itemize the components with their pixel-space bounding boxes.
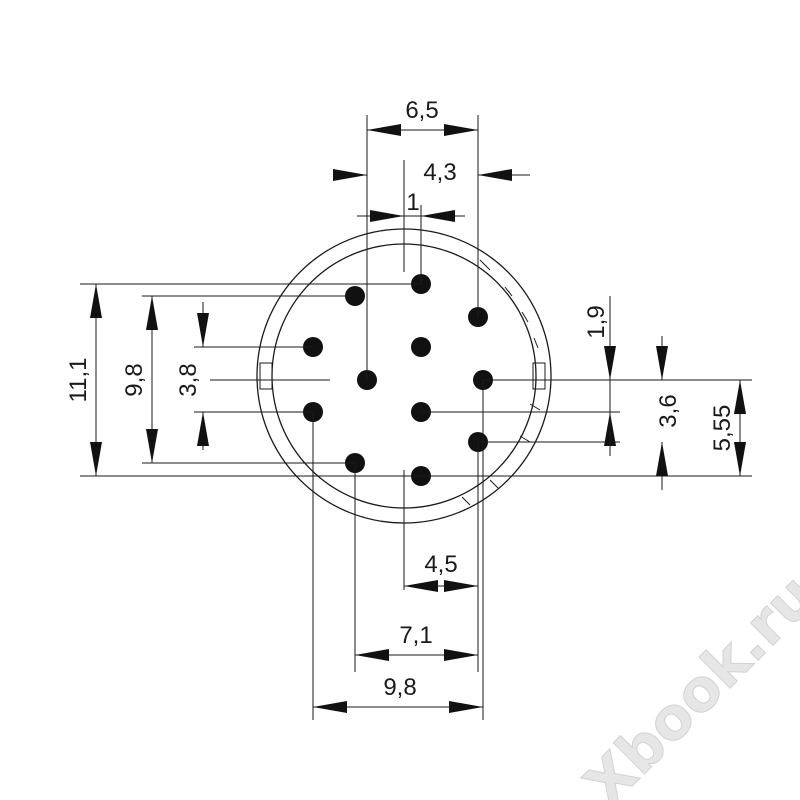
ring-ticks-lower-right <box>461 403 541 506</box>
arrowhead <box>444 649 478 661</box>
pin <box>411 337 431 357</box>
center-lines <box>210 160 600 590</box>
dim-label-4-5: 4,5 <box>424 551 457 578</box>
watermark-text: Xbook.ru <box>571 561 800 800</box>
dimension-bottom: 4,5 7,1 9,8 <box>312 380 484 720</box>
dim-label-7-1: 7,1 <box>399 622 432 649</box>
contact-pins <box>303 274 493 486</box>
arrowhead <box>367 124 401 136</box>
arrowhead <box>355 649 389 661</box>
dim-label-3-8: 3,8 <box>175 363 202 396</box>
arrowhead <box>313 701 347 713</box>
dimension-top: 6,5 4,3 1 <box>333 97 530 380</box>
key-notch-left <box>259 362 273 390</box>
arrowhead <box>604 346 616 380</box>
arrowhead <box>444 124 478 136</box>
dim-label-1-9: 1,9 <box>583 305 610 338</box>
dim-label-5-55: 5,55 <box>709 405 736 452</box>
dim-label-3-6: 3,6 <box>655 394 682 427</box>
arrowhead <box>421 210 455 222</box>
watermark: Xbook.ru <box>571 561 800 800</box>
dimension-right: 1,9 3,6 5,55 <box>421 296 752 490</box>
dim-label-4-3: 4,3 <box>423 159 456 186</box>
arrowhead <box>197 412 209 446</box>
arrowhead <box>734 380 746 414</box>
arrowhead <box>656 346 668 380</box>
arrowhead <box>656 442 668 476</box>
arrowhead <box>333 169 367 181</box>
dim-label-9-8-bottom: 9,8 <box>383 674 416 701</box>
arrowhead <box>449 701 483 713</box>
arrowhead <box>90 284 102 318</box>
arrowhead <box>90 442 102 476</box>
arrowhead <box>146 429 158 463</box>
arrowhead <box>197 313 209 347</box>
dimension-left: 11,1 9,8 3,8 <box>65 283 421 477</box>
arrowhead <box>404 580 438 592</box>
dim-label-9-8-left: 9,8 <box>121 363 148 396</box>
key-notch-right <box>532 362 546 390</box>
arrowhead <box>444 580 478 592</box>
arrowhead <box>734 442 746 476</box>
arrowhead <box>146 296 158 330</box>
arrowhead <box>478 169 512 181</box>
dim-label-1: 1 <box>406 189 419 216</box>
dim-label-11-1: 11,1 <box>65 358 92 403</box>
dim-label-6-5: 6,5 <box>405 97 438 124</box>
ring-ticks-upper-right <box>479 259 539 349</box>
arrowhead <box>370 210 404 222</box>
